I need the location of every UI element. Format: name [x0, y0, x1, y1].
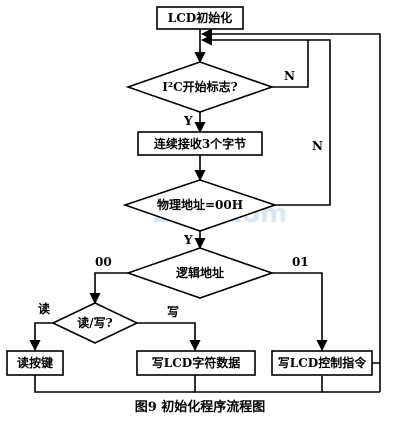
node-recv3-label: 连续接收3个字节 [154, 136, 246, 151]
node-write-char: 写LCD字符数据 [136, 350, 256, 376]
node-logic-addr: 逻辑地址 [125, 247, 275, 299]
node-phys-addr-label: 物理地址=00H [157, 197, 243, 212]
node-write-ctrl: 写LCD控制指令 [271, 350, 373, 376]
label-i2c-no: N [284, 69, 295, 83]
label-rw-read: 读 [38, 301, 50, 316]
label-i2c-yes: Y [183, 114, 193, 128]
edge-rw-read [29, 322, 53, 352]
edge-phys-no-loop [275, 39, 331, 206]
label-phys-no: N [312, 139, 323, 153]
edge-i2c-no-loop [200, 34, 309, 88]
node-recv3: 连续接收3个字节 [137, 131, 263, 156]
node-phys-addr: 物理地址=00H [122, 179, 278, 232]
node-i2c-flag: I²C开始标志? [125, 61, 275, 113]
node-logic-addr-label: 逻辑地址 [176, 265, 224, 280]
figure-caption: 图9 初始化程序流程图 [135, 399, 266, 415]
node-i2c-flag-label: I²C开始标志? [162, 79, 237, 94]
edge-read-key-down [34, 375, 195, 393]
node-read-key-label: 读按键 [17, 355, 53, 370]
node-rw-label: 读/写? [77, 315, 112, 330]
node-rw: 读/写? [51, 302, 139, 344]
edge-logic-00 [89, 272, 128, 305]
node-init-label: LCD初始化 [168, 10, 232, 25]
edge-logic-01 [272, 272, 328, 352]
node-write-ctrl-label: 写LCD控制指令 [278, 355, 367, 370]
edge-outer-return [200, 28, 381, 364]
label-rw-write: 写 [167, 305, 179, 319]
edge-write-char-down [194, 375, 323, 393]
label-logic-00: 00 [95, 255, 112, 269]
label-logic-01: 01 [292, 255, 309, 269]
node-init: LCD初始化 [156, 6, 244, 30]
node-read-key: 读按键 [6, 350, 64, 376]
node-write-char-label: 写LCD字符数据 [152, 355, 240, 370]
connectors [29, 28, 381, 393]
edge-rw-write [137, 322, 201, 352]
label-phys-yes: Y [183, 233, 193, 247]
